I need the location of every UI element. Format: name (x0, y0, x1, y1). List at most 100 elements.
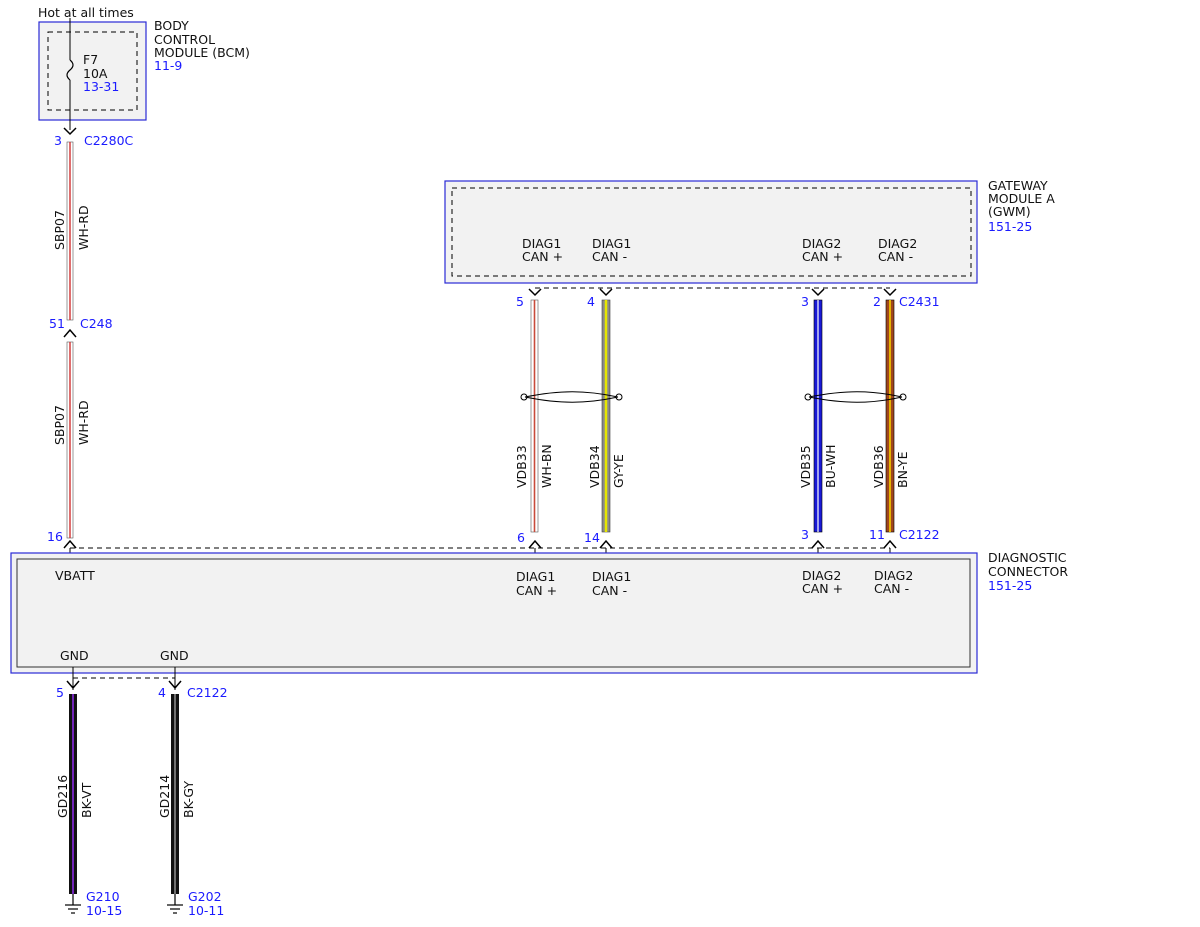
gw-pin3-arrow-icon (811, 288, 825, 297)
diag-can1m-arrow-icon (599, 539, 613, 549)
diag-can1m-label-1: DIAG1 (592, 569, 631, 584)
diagnostic-ref-link[interactable]: 151-25 (988, 578, 1032, 593)
vbatt-wire-upper-circuit: SBP07 (52, 210, 67, 250)
gateway-title-line-2: MODULE A (988, 191, 1055, 206)
inline-connector-arrow-icon (63, 328, 77, 338)
diag-can2p-label-2: CAN + (802, 581, 843, 596)
gnd-wire-1-circuit: GD216 (55, 775, 70, 818)
inline-connector-pin: 51 (49, 316, 65, 331)
gw-pin4-label-2: CAN - (878, 249, 913, 264)
fuse-name: F7 (83, 52, 98, 67)
fuse-ref-link[interactable]: 13-31 (83, 79, 119, 94)
can-wire-1-circuit: VDB33 (514, 445, 529, 488)
diag-can2m-pin-number: 11 (869, 527, 885, 542)
can-wire-vdb33[interactable] (530, 299, 539, 533)
diag-gnd1-arrow-icon (66, 680, 80, 690)
gw-pin2-label-2: CAN - (592, 249, 627, 264)
ground-g202-id[interactable]: G202 (188, 889, 222, 904)
bcm-connector-id[interactable]: C2280C (84, 133, 134, 148)
diag-gnd1-label: GND (60, 648, 89, 663)
ground-symbol-g210-icon (65, 894, 81, 914)
gnd-wire-1-color: BK-VT (79, 782, 94, 818)
diagnostic-connector-box[interactable] (10, 552, 978, 674)
can-wire-vdb36[interactable] (885, 299, 895, 533)
diag-can1m-label-2: CAN - (592, 583, 627, 598)
diag-vbatt-label: VBATT (55, 568, 95, 583)
diag-can2m-arrow-icon (883, 539, 897, 549)
diag-can1m-pin-number: 14 (584, 530, 600, 545)
ground-g210-id[interactable]: G210 (86, 889, 120, 904)
diagnostic-title-line-1: DIAGNOSTIC (988, 550, 1067, 565)
ground-wire-gd216[interactable] (69, 694, 77, 894)
diag-can2m-label-1: DIAG2 (874, 568, 913, 583)
diag-can2p-pin-number: 3 (801, 527, 809, 542)
gw-pin3-label-1: DIAG2 (802, 236, 841, 251)
diagnostic-inner-box (16, 558, 971, 668)
diag-can2m-label-2: CAN - (874, 581, 909, 596)
gw-pin4-arrow-icon (883, 288, 897, 297)
can-wire-3-circuit: VDB35 (798, 445, 813, 488)
gateway-connector-id[interactable]: C2431 (899, 294, 940, 309)
can-wire-2-circuit: VDB34 (587, 445, 602, 488)
diag-connector-id-bottom[interactable]: C2122 (187, 685, 228, 700)
gw-pin4-number: 2 (873, 294, 881, 309)
gw-pin1-label-2: CAN + (522, 249, 563, 264)
gnd-wire-2-circuit: GD214 (157, 775, 172, 818)
gateway-ref-link[interactable]: 151-25 (988, 219, 1032, 234)
gateway-title-line-3: (GWM) (988, 204, 1031, 219)
diag-can1p-pin-number: 6 (517, 530, 525, 545)
diag-can1p-label-1: DIAG1 (516, 569, 555, 584)
fuse-icon (66, 59, 74, 81)
vbatt-wire-lower[interactable] (66, 341, 74, 539)
twisted-pair-diag1-icon (520, 391, 623, 403)
gnd-wire-2-color: BK-GY (181, 781, 196, 818)
diag-can2p-label-1: DIAG2 (802, 568, 841, 583)
can-wire-vdb35[interactable] (813, 299, 823, 533)
bcm-title-line-3: MODULE (BCM) (154, 45, 250, 60)
diagnostic-title-line-2: CONNECTOR (988, 564, 1068, 579)
gw-pin2-arrow-icon (599, 288, 613, 297)
fuse-rating: 10A (83, 66, 108, 81)
bcm-title-line-2: CONTROL (154, 32, 215, 47)
gw-pin3-number: 3 (801, 294, 809, 309)
inline-connector-id[interactable]: C248 (80, 316, 113, 331)
bcm-module-box[interactable] (38, 21, 147, 121)
vbatt-wire-lower-color: WH-RD (76, 400, 91, 445)
bcm-pin-arrow-icon (63, 127, 77, 136)
vbatt-wire-upper[interactable] (66, 141, 74, 321)
gateway-module-box[interactable] (444, 180, 978, 284)
gateway-title-line-1: GATEWAY (988, 178, 1048, 193)
diag-gnd2-arrow-icon (168, 680, 182, 690)
diag-connector-id-top[interactable]: C2122 (899, 527, 940, 542)
bcm-inner-dashed-box (47, 31, 138, 111)
ground-g210-ref[interactable]: 10-15 (86, 903, 122, 918)
ground-g202-ref[interactable]: 10-11 (188, 903, 224, 918)
diag-vbatt-pin-number: 16 (47, 529, 63, 544)
diag-vbatt-arrow-icon (63, 539, 77, 549)
ground-symbol-g202-icon (167, 894, 183, 914)
gateway-inner-dashed-box (451, 187, 972, 277)
gw-pin1-label-1: DIAG1 (522, 236, 561, 251)
diag-can1p-arrow-icon (528, 539, 542, 549)
gw-pin1-arrow-icon (528, 288, 542, 297)
can-wire-4-color: BN-YE (895, 451, 910, 488)
diag-gnd1-pin-number: 5 (56, 685, 64, 700)
can-wire-4-circuit: VDB36 (871, 445, 886, 488)
hot-at-all-times-label: Hot at all times (38, 5, 134, 20)
bcm-ref-link[interactable]: 11-9 (154, 58, 182, 73)
diag-gnd2-label: GND (160, 648, 189, 663)
can-wire-2-color: GY-YE (611, 454, 626, 488)
bcm-pin-number: 3 (54, 133, 62, 148)
vbatt-wire-upper-color: WH-RD (76, 205, 91, 250)
can-wire-1-color: WH-BN (539, 444, 554, 488)
diag-can1p-label-2: CAN + (516, 583, 557, 598)
ground-wire-gd214[interactable] (171, 694, 179, 894)
can-wire-vdb34[interactable] (601, 299, 611, 533)
bcm-title-line-1: BODY (154, 18, 189, 33)
gw-pin1-number: 5 (516, 294, 524, 309)
gw-pin2-label-1: DIAG1 (592, 236, 631, 251)
gw-pin3-label-2: CAN + (802, 249, 843, 264)
can-wire-3-color: BU-WH (823, 445, 838, 489)
diag-gnd2-pin-number: 4 (158, 685, 166, 700)
